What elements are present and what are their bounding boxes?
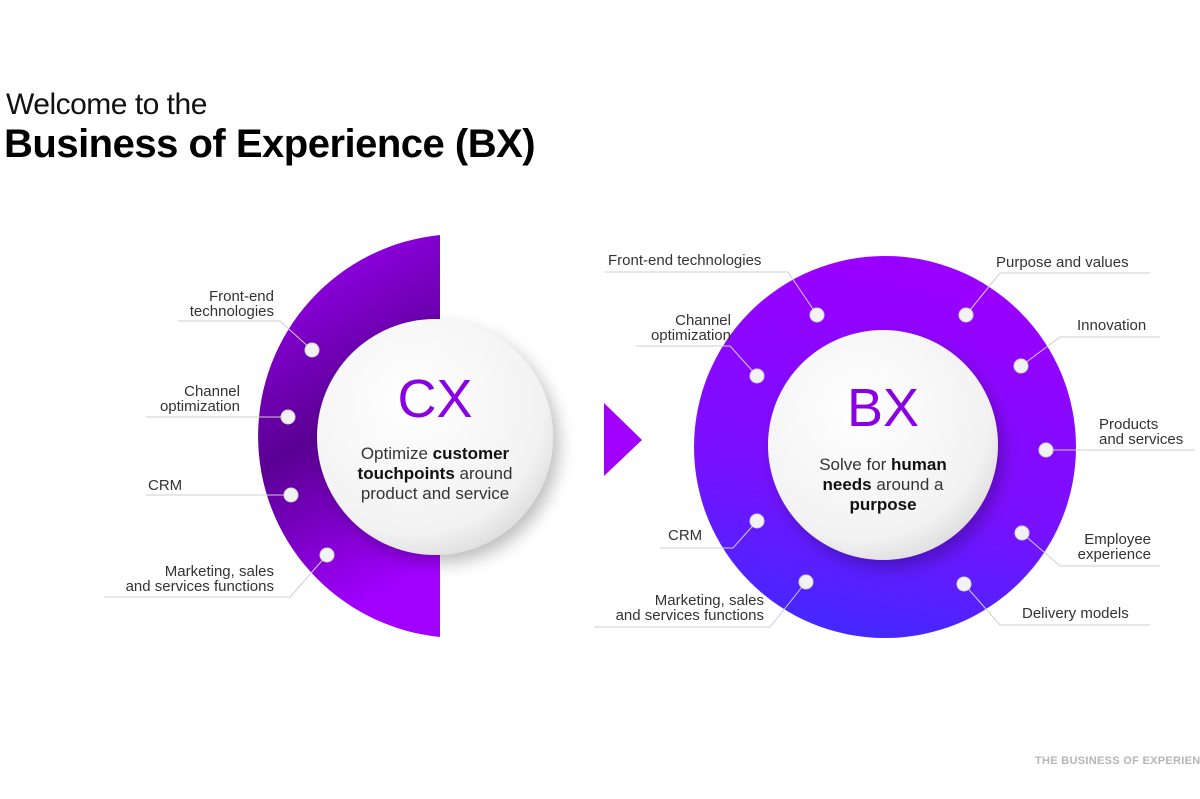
bx-dot-innovation [1013, 358, 1029, 374]
cx-dot-front-end [304, 342, 320, 358]
bx-dot-front-end [809, 307, 825, 323]
bx-dot-purpose [958, 307, 974, 323]
bx-dot-channel [749, 368, 765, 384]
cx-dot-crm [283, 487, 299, 503]
bx-label-employee: Employee experience [1077, 531, 1151, 563]
cx-label-crm: CRM [148, 477, 183, 494]
bx-center-title: BX [846, 378, 920, 438]
bx-dot-products [1038, 442, 1054, 458]
bx-label-innovation: Innovation [1077, 317, 1147, 334]
cx-dot-marketing [319, 547, 335, 563]
bx-label-channel: Channel optimization [650, 312, 731, 344]
bx-dot-delivery [956, 576, 972, 592]
cx-label-front-end: Front-end technologies [189, 288, 274, 320]
arrow-icon [604, 403, 642, 476]
bx-label-front-end: Front-end technologies [608, 252, 762, 269]
bx-label-products: Products and services [1099, 416, 1184, 448]
cx-label-marketing: Marketing, sales and services functions [125, 563, 274, 595]
bx-center-disc [768, 330, 998, 560]
bx-connector-lines [594, 271, 1195, 628]
cx-label-channel: Channel optimization [159, 383, 240, 415]
bx-label-delivery: Delivery models [1022, 605, 1129, 622]
bx-label-marketing: Marketing, sales and services functions [615, 592, 764, 624]
footer-text: THE BUSINESS OF EXPERIENCE [1035, 755, 1200, 767]
bx-dot-crm [749, 513, 765, 529]
bx-center-description: Solve for human needs around a purpose [819, 455, 947, 514]
bx-dot-marketing [798, 574, 814, 590]
bx-label-crm: CRM [668, 527, 703, 544]
bx-label-purpose: Purpose and values [996, 254, 1129, 271]
title-line-2: Business of Experience (BX) [4, 122, 536, 166]
title-line-1: Welcome to the [6, 88, 207, 121]
cx-dot-channel [280, 409, 296, 425]
cx-center-disc [317, 319, 553, 555]
cx-center-title: CX [397, 369, 473, 429]
bx-dot-employee [1014, 525, 1030, 541]
cx-center-description: Optimize customer touchpoints around pro… [357, 444, 513, 503]
